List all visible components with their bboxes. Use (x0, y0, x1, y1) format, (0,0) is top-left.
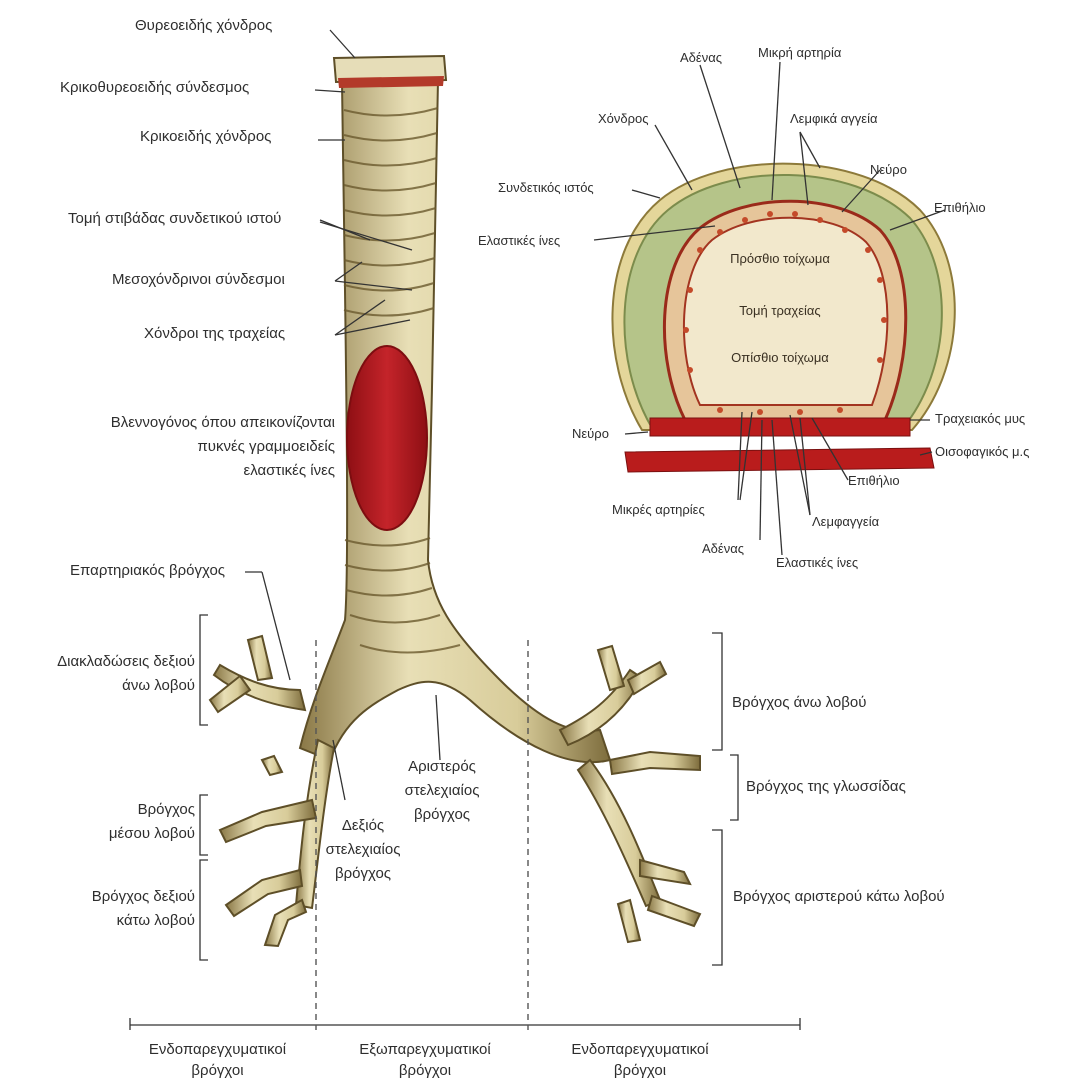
label-cartilage: Χόνδρος (598, 111, 649, 127)
label-nerve-left: Νεύρο (572, 426, 609, 442)
label-middle-lobe-line2: μέσου λοβού (10, 825, 195, 843)
right-middle-branch (220, 800, 316, 842)
right-twig-c (262, 756, 282, 775)
left-lower-trunk (578, 760, 660, 906)
label-posterior-wall: Οπίσθιο τοίχωμα (700, 350, 860, 366)
label-esophageal-muscle: Οισοφαγικός μ.ς (935, 444, 1029, 460)
label-lymph-vessels: Λεμφικά αγγεία (790, 111, 877, 127)
label-thyroid-cartilage: Θυρεοειδής χόνδρος (135, 17, 272, 35)
label-left-lower-lobe: Βρόγχος αριστερού κάτω λοβού (733, 888, 945, 906)
label-left-main-line3: βρόγχος (372, 806, 512, 824)
left-lower-twig-c (618, 900, 640, 942)
label-mucosa-line2: πυκνές γραμμοειδείς (30, 438, 335, 456)
label-category-left-line1: Ενδοπαρεγχυματικοί (125, 1041, 310, 1059)
label-cricothyroid-ligament: Κρικοθυρεοειδής σύνδεσμος (60, 79, 249, 97)
label-connective-tissue: Συνδετικός ιστός (498, 180, 594, 196)
label-right-upper-branches-line2: άνω λοβού (10, 677, 195, 695)
left-lower-twig-b (648, 896, 700, 926)
label-right-main-line3: βρόγχος (318, 865, 408, 883)
label-tracheal-muscle: Τραχειακός μυς (935, 411, 1025, 427)
label-right-upper-branches-line1: Διακλαδώσεις δεξιού (10, 653, 195, 671)
label-intercartilaginous-ligaments: Μεσοχόνδρινοι σύνδεσμοι (112, 271, 285, 289)
right-lower-twig-b (265, 900, 306, 946)
label-epithelium-bottom: Επιθήλιο (848, 473, 900, 489)
right-upper-twig-a (248, 636, 272, 680)
label-right-lower-line1: Βρόγχος δεξιού (10, 888, 195, 906)
label-gland-bottom: Αδένας (702, 541, 744, 557)
label-mucosa-line1: Βλεννογόνος όπου απεικονίζονται (30, 414, 335, 432)
label-anterior-wall: Πρόσθιο τοίχωμα (700, 251, 860, 267)
label-category-left-line2: βρόγχοι (125, 1062, 310, 1080)
label-category-right-line2: βρόγχοι (545, 1062, 735, 1080)
label-left-main-line1: Αριστερός (372, 758, 512, 776)
label-left-upper-lobe: Βρόγχος άνω λοβού (732, 694, 866, 712)
label-lymphatics: Λεμφαγγεία (812, 514, 879, 530)
label-connective-layer-cut: Τομή στιβάδας συνδετικού ιστού (68, 210, 281, 228)
label-category-middle-line2: βρόγχοι (330, 1062, 520, 1080)
label-cricoid-cartilage: Κρικοειδής χόνδρος (140, 128, 271, 146)
left-upper-twig-b (628, 662, 666, 694)
label-elastic-fibers-bottom: Ελαστικές ίνες (776, 555, 858, 571)
label-tracheal-cartilages: Χόνδροι της τραχείας (144, 325, 285, 343)
label-small-arteries: Μικρές αρτηρίες (612, 502, 705, 518)
label-left-main-line2: στελεχιαίος (372, 782, 512, 800)
section-esophageal-muscle (625, 448, 934, 472)
label-mucosa-line3: ελαστικές ίνες (30, 462, 335, 480)
label-right-main-line2: στελεχιαίος (318, 841, 408, 859)
label-gland-top: Αδένας (680, 50, 722, 66)
left-upper-twig-a (598, 646, 624, 690)
section-tracheal-muscle (650, 418, 910, 436)
label-epithelium-top: Επιθήλιο (934, 200, 986, 216)
label-right-lower-line2: κάτω λοβού (10, 912, 195, 930)
label-nerve-top: Νεύρο (870, 162, 907, 178)
label-elastic-fibers-top: Ελαστικές ίνες (478, 233, 560, 249)
label-category-middle-line1: Εξωπαρεγχυματικοί (330, 1041, 520, 1059)
label-eparterial-bronchus: Επαρτηριακός βρόγχος (70, 562, 225, 580)
label-trachea-section: Τομή τραχείας (700, 303, 860, 319)
mucosa-window (347, 346, 427, 530)
label-middle-lobe-line1: Βρόγχος (10, 801, 195, 819)
label-small-artery: Μικρή αρτηρία (758, 45, 841, 61)
cricothyroid-ligament-shape (338, 76, 444, 88)
label-lingula: Βρόγχος της γλωσσίδας (746, 778, 906, 796)
left-lingula-branch (610, 752, 700, 774)
label-category-right-line1: Ενδοπαρεγχυματικοί (545, 1041, 735, 1059)
